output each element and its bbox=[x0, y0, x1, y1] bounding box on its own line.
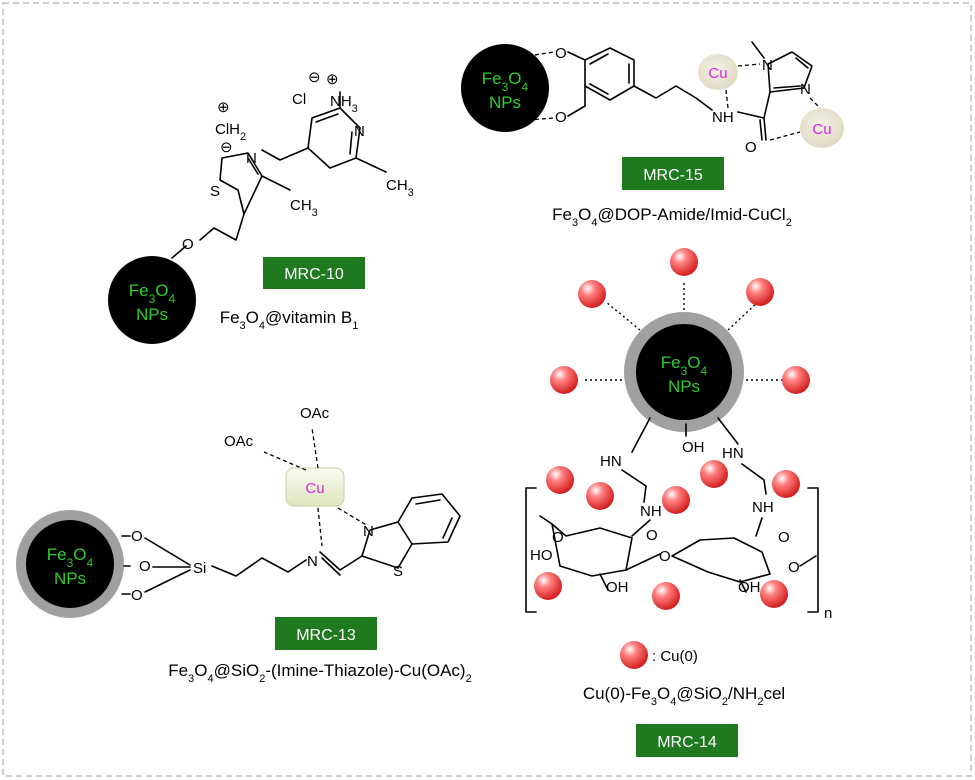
mrc14-caption: Cu(0)-Fe3O4@SiO2/NH2cel bbox=[583, 684, 785, 708]
mrc10-tag bbox=[263, 257, 365, 289]
mrc10-caption: Fe3O4@vitamin B1 bbox=[220, 308, 359, 332]
mrc14-ring1-oh: OH bbox=[606, 579, 629, 596]
mrc13-caption: Fe3O4@SiO2-(Imine-Thiazole)-Cu(OAc)2 bbox=[168, 661, 471, 685]
mrc15-cu-site-b bbox=[800, 108, 844, 148]
mrc13-n-thiazole: N bbox=[363, 523, 374, 540]
mrc13-np-label: NPs bbox=[54, 569, 86, 588]
mrc13-nanoparticle bbox=[26, 520, 114, 608]
mrc10-structure: Fe3O4 NPs O S N ⊖ CH3 N CH3 NH3 ⊕ ⊖ Cl ⊕… bbox=[108, 69, 414, 344]
mrc14-nanoparticle bbox=[636, 324, 732, 420]
mrc13-cu-label: Cu bbox=[305, 480, 324, 497]
mrc10-tag-label: MRC-10 bbox=[284, 266, 344, 283]
mrc10-ch3: CH3 bbox=[290, 197, 318, 219]
mrc14-ring2-o-end: O bbox=[788, 559, 800, 576]
mrc14-n-repeat: n bbox=[824, 605, 832, 622]
mrc13-cu-site bbox=[285, 467, 345, 507]
mrc10-nh3: NH3 bbox=[330, 93, 358, 115]
mrc15-nh: NH bbox=[712, 109, 734, 126]
mrc15-caption: Fe3O4@DOP-Amide/Imid-CuCl2 bbox=[552, 205, 792, 229]
mrc14-hn-left: HN bbox=[600, 453, 622, 470]
cu-sphere bbox=[772, 470, 800, 498]
cu-sphere bbox=[550, 366, 578, 394]
mrc13-tag bbox=[275, 617, 377, 650]
mrc15-cu-label-a: Cu bbox=[708, 65, 727, 82]
mrc10-clh2: ClH2 bbox=[215, 121, 246, 143]
cu-sphere bbox=[782, 366, 810, 394]
cu-sphere bbox=[746, 278, 774, 306]
mrc13-structure: Fe3O4 NPs O O O Si N N S Cu OAc OAc bbox=[16, 405, 461, 618]
mrc14-ring1-ho: HO bbox=[530, 547, 553, 564]
mrc14-hn-right: HN bbox=[722, 445, 744, 462]
mrc13-oac-1: OAc bbox=[224, 433, 254, 450]
cu-sphere bbox=[578, 280, 606, 308]
mrc10-ch3-b: CH3 bbox=[386, 177, 414, 199]
mrc15-cu-site-a bbox=[698, 54, 738, 90]
mrc15-o-carbonyl: O bbox=[745, 139, 757, 156]
mrc14-bridge-o: O bbox=[659, 548, 671, 565]
mrc15-o2: O bbox=[555, 109, 567, 126]
mrc14-nh-left: NH bbox=[640, 503, 662, 520]
mrc15-np-label: NPs bbox=[489, 93, 521, 112]
mrc15-n-imine: N bbox=[800, 81, 811, 98]
mrc10-nanoparticle bbox=[108, 256, 196, 344]
cu-sphere bbox=[534, 572, 562, 600]
mrc10-atom-n: N bbox=[246, 150, 257, 167]
mrc15-n-methyl: N bbox=[762, 57, 773, 74]
cu-sphere bbox=[760, 580, 788, 608]
cu-sphere bbox=[652, 582, 680, 610]
mrc14-tag bbox=[636, 724, 738, 757]
mrc15-o1: O bbox=[555, 45, 567, 62]
mrc15-nanoparticle bbox=[461, 44, 549, 132]
legend-text: : Cu(0) bbox=[652, 648, 698, 665]
mrc14-ring2-o: O bbox=[778, 529, 790, 546]
mrc14-ring1-o: O bbox=[552, 529, 564, 546]
mrc10-plus-b: ⊕ bbox=[217, 99, 230, 116]
mrc14-np-label: NPs bbox=[668, 377, 700, 396]
mrc10-atom-o: O bbox=[182, 236, 194, 253]
mrc14-cu-spheres bbox=[534, 248, 810, 610]
mrc13-o2: O bbox=[139, 558, 151, 575]
mrc14-structure: Fe3O4 NPs HN NH OH HN NH n O HO OH O bbox=[525, 282, 832, 622]
mrc10-np-label: NPs bbox=[136, 305, 168, 324]
mrc13-tag-label: MRC-13 bbox=[296, 627, 356, 644]
mrc13-n-imine: N bbox=[307, 553, 318, 570]
mrc13-s: S bbox=[393, 563, 403, 580]
mrc10-minus: ⊖ bbox=[220, 139, 233, 156]
mrc10-minus-cl: ⊖ bbox=[308, 69, 321, 86]
mrc14-nh-right: NH bbox=[752, 499, 774, 516]
mrc13-si: Si bbox=[193, 560, 206, 577]
mrc14-ring2-o-top: O bbox=[646, 527, 658, 544]
cu-sphere bbox=[670, 248, 698, 276]
mrc13-o1: O bbox=[131, 528, 143, 545]
mrc10-pyridine-n: N bbox=[354, 123, 365, 140]
cu-sphere bbox=[586, 482, 614, 510]
mrc15-tag-label: MRC-15 bbox=[643, 167, 703, 184]
cu-sphere bbox=[700, 460, 728, 488]
mrc15-structure: Fe3O4 NPs O O NH O N N Cu Cu bbox=[461, 41, 844, 156]
mrc13-oac-2: OAc bbox=[300, 405, 330, 422]
mrc14-tag-label: MRC-14 bbox=[657, 734, 717, 751]
cu-sphere bbox=[662, 486, 690, 514]
legend-cu-sphere bbox=[620, 641, 648, 669]
mrc13-o3: O bbox=[131, 587, 143, 604]
mrc10-atom-s: S bbox=[210, 183, 220, 200]
mrc15-cu-label-b: Cu bbox=[812, 121, 831, 138]
mrc14-oh-top: OH bbox=[682, 439, 705, 456]
mrc15-tag bbox=[622, 157, 724, 190]
mrc14-ring2-oh: OH bbox=[738, 579, 761, 596]
mrc10-plus: ⊕ bbox=[326, 71, 339, 88]
mrc10-cl: Cl bbox=[292, 91, 306, 108]
cu-sphere bbox=[546, 466, 574, 494]
